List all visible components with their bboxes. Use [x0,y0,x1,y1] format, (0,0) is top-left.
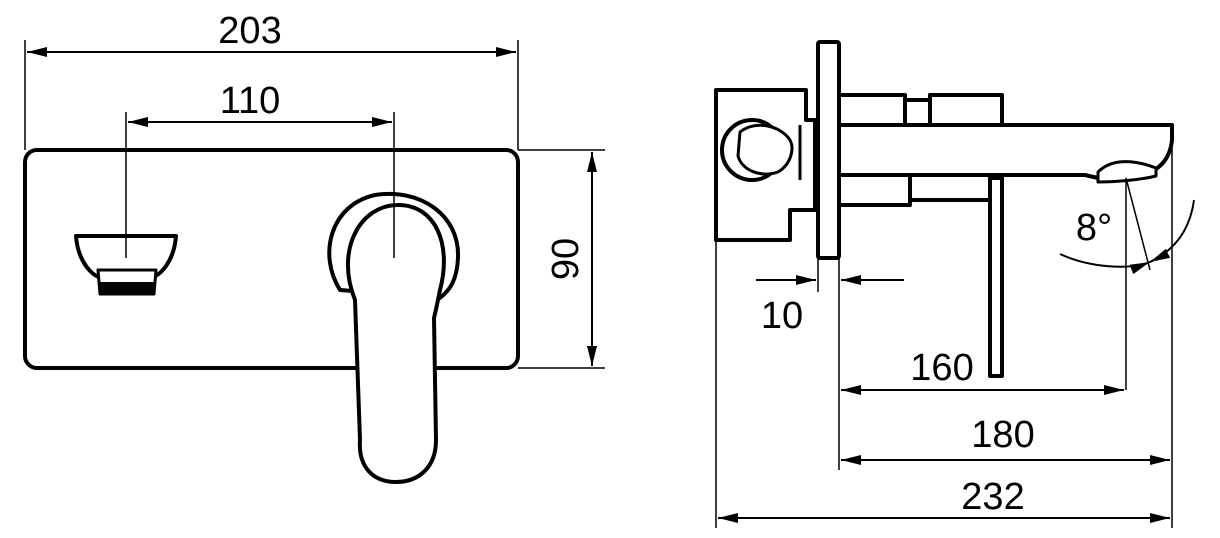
dim-label-160: 160 [910,347,973,389]
dim-label-110: 110 [220,80,281,122]
handle-lever-side [988,176,1004,378]
dim-label-203: 203 [218,10,281,52]
front-view: 203 110 90 [23,10,605,484]
dim-label-10: 10 [761,295,803,337]
dim-label-90: 90 [545,238,587,280]
dim-label-180: 180 [971,414,1034,456]
side-view: 8° 10 160 180 232 [714,40,1195,528]
wall-plate-side [816,40,841,260]
angle-indicator: 8° [1059,177,1195,390]
dim-label-8deg: 8° [1076,207,1112,249]
dim-label-232: 232 [961,476,1024,518]
